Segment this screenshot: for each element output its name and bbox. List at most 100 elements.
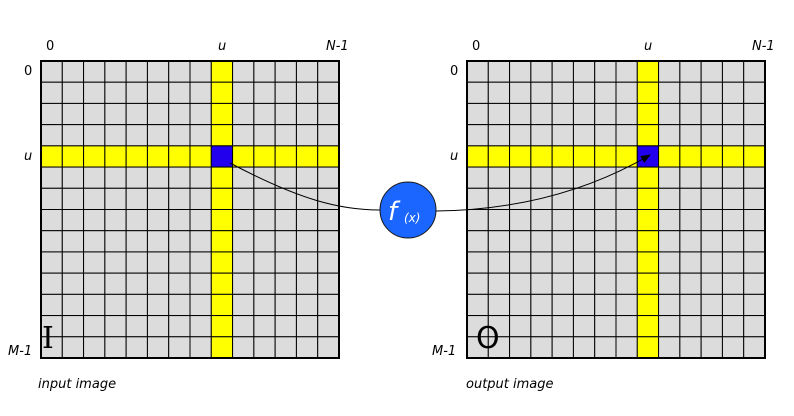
output-pixel-cell — [466, 209, 489, 232]
input-pixel-cell — [317, 124, 340, 147]
input-pixel-cell — [295, 166, 319, 189]
output-pixel-cell — [743, 272, 766, 295]
output-pixel-cell — [615, 230, 638, 253]
output-pixel-cell — [594, 251, 617, 274]
input-pixel-cell — [274, 336, 297, 359]
input-pixel-cell — [232, 251, 255, 274]
input-pixel-cell — [189, 60, 212, 83]
output-pixel-cell — [487, 81, 511, 104]
output-pixel-cell — [551, 102, 574, 126]
output-pixel-cell — [509, 336, 532, 359]
output-pixel-cell — [721, 272, 745, 295]
output-pixel-cell — [530, 230, 553, 253]
input-highlight-row-cell — [104, 145, 127, 168]
input-pixel-cell — [274, 209, 297, 232]
input-pixel-cell — [295, 336, 319, 359]
output-pixel-cell — [743, 230, 766, 253]
output-pixel-cell — [658, 124, 681, 147]
output-pixel-cell — [615, 60, 638, 83]
input-highlight-col-cell — [210, 293, 234, 317]
input-pixel-cell — [274, 166, 297, 189]
input-highlight-col-cell — [210, 230, 234, 253]
input-pixel-cell — [232, 293, 255, 317]
input-pixel-cell — [146, 60, 170, 83]
output-pixel-cell — [594, 336, 617, 359]
output-pixel-cell — [509, 81, 532, 104]
mapping-arrow — [229, 155, 650, 212]
input-highlight-col-cell — [210, 102, 234, 126]
input-highlight-row-cell — [146, 145, 170, 168]
input-pixel-cell — [274, 187, 297, 210]
input-pixel-cell — [253, 187, 276, 210]
input-highlight-col-cell — [210, 209, 234, 232]
input-pixel-cell — [189, 209, 212, 232]
output-pixel-cell — [530, 166, 553, 189]
input-pixel-cell — [189, 272, 212, 295]
input-pixel-cell — [83, 315, 106, 338]
input-pixel-cell — [83, 102, 106, 126]
input-pixel-cell — [104, 293, 127, 317]
input-pixel-cell — [125, 102, 148, 126]
output-pixel-cell — [721, 336, 745, 359]
output-pixel-cell — [615, 251, 638, 274]
output-pixel-cell — [530, 60, 553, 83]
input-pixel-cell — [189, 230, 212, 253]
input-pixel-cell — [61, 315, 85, 338]
output-pixel-cell — [615, 272, 638, 295]
input-pixel-cell — [232, 336, 255, 359]
output-pixel-cell — [594, 60, 617, 83]
input-pixel-cell — [253, 81, 276, 104]
input-highlight-col-cell — [210, 187, 234, 210]
output-pixel-cell — [658, 60, 681, 83]
input-highlight-col-cell — [210, 315, 234, 338]
input-pixel-cell — [146, 209, 170, 232]
output-pixel-cell — [487, 166, 511, 189]
output-pixel-cell — [743, 251, 766, 274]
input-highlight-row-cell — [274, 145, 297, 168]
input-pixel-cell — [295, 230, 319, 253]
output-pixel-cell — [572, 336, 596, 359]
input-highlight-row-cell — [317, 145, 340, 168]
output-highlight-row-cell — [700, 145, 723, 168]
output-pixel-cell — [721, 230, 745, 253]
input-pixel-cell — [61, 187, 85, 210]
input-pixel-cell — [253, 166, 276, 189]
input-pixel-cell — [146, 293, 170, 317]
output-pixel-cell — [551, 272, 574, 295]
output-pixel-cell — [700, 166, 723, 189]
input-pixel-cell — [83, 230, 106, 253]
output-pixel-cell — [509, 60, 532, 83]
output-pixel-cell — [551, 315, 574, 338]
input-pixel-cell — [40, 251, 63, 274]
output-pixel-cell — [700, 230, 723, 253]
output-highlight-row-cell — [679, 145, 702, 168]
input-pixel-cell — [295, 293, 319, 317]
input-pixel-cell — [61, 209, 85, 232]
input-pixel-cell — [295, 315, 319, 338]
output-pixel-cell — [743, 124, 766, 147]
input-pixel-cell — [125, 230, 148, 253]
output-pixel-cell — [530, 336, 553, 359]
output-pixel-cell — [466, 124, 489, 147]
output-pixel-cell — [594, 124, 617, 147]
output-highlight-col-cell — [636, 209, 660, 232]
input-pixel-cell — [295, 209, 319, 232]
output-pixel-cell — [509, 209, 532, 232]
output-pixel-cell — [721, 209, 745, 232]
output-pixel-cell — [615, 209, 638, 232]
output-pixel-cell — [487, 293, 511, 317]
input-pixel-cell — [125, 124, 148, 147]
input-pixel-cell — [125, 336, 148, 359]
output-pixel-cell — [509, 102, 532, 126]
input-pixel-cell — [104, 81, 127, 104]
output-pixel-cell — [594, 315, 617, 338]
output-highlight-col-cell — [636, 60, 660, 83]
input-selected-pixel — [210, 145, 234, 168]
output-row-u-label: u — [450, 149, 459, 164]
input-pixel-cell — [317, 293, 340, 317]
output-highlight-row-cell — [509, 145, 532, 168]
output-pixel-cell — [721, 251, 745, 274]
input-pixel-cell — [146, 187, 170, 210]
output-pixel-cell — [466, 60, 489, 83]
output-pixel-cell — [658, 251, 681, 274]
